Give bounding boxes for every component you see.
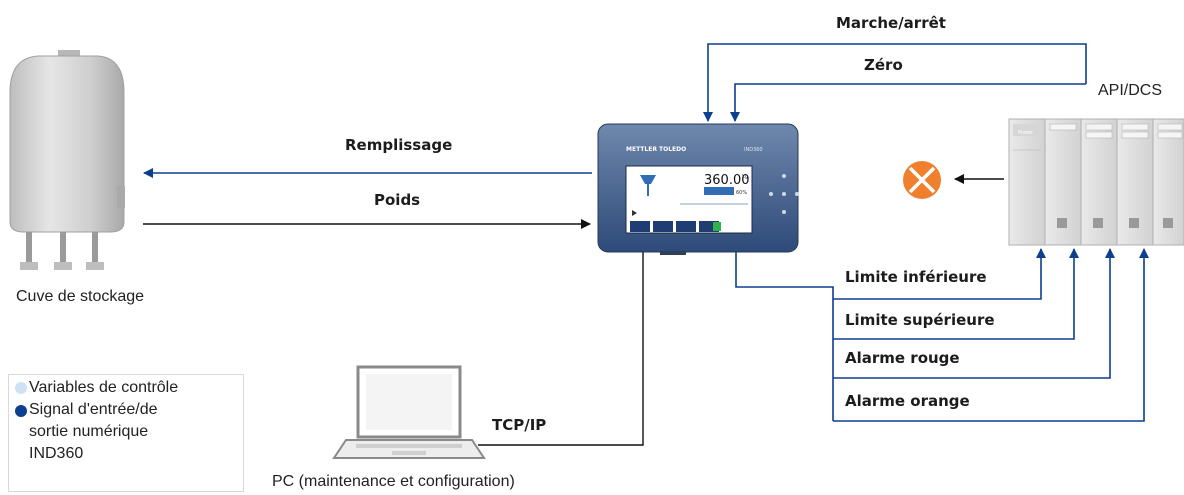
legend-io-line3: IND360 — [29, 445, 84, 462]
terminal-fill-percent: 60% — [736, 190, 747, 196]
ind360-terminal: METTLER TOLEDO IND360 360.00 kg 60% — [597, 123, 799, 255]
tcpip-line — [478, 252, 644, 446]
on-off-label: Marche/arrêt — [836, 14, 946, 32]
orange-alarm-label: Alarme orange — [845, 392, 970, 410]
lower-limit-label: Limite inférieure — [845, 268, 987, 286]
tank-caption: Cuve de stockage — [16, 288, 145, 305]
red-alarm-line — [833, 248, 1115, 379]
tcpip-label: TCP/IP — [492, 416, 547, 434]
red-alarm-label: Alarme rouge — [845, 349, 960, 367]
lower-limit-line — [833, 248, 1046, 300]
legend: Variables de contrôle Signal d'entrée/de… — [8, 374, 244, 492]
zero-signal-line — [730, 83, 1086, 122]
laptop-icon — [332, 365, 486, 459]
zero-label: Zéro — [864, 56, 903, 74]
legend-io-line1: Signal d'entrée/de — [29, 401, 158, 418]
on-off-signal-line — [703, 43, 1087, 122]
weight-label: Poids — [374, 191, 421, 209]
terminal-fill-bar — [704, 187, 734, 195]
legend-io-line2: sortie numérique — [29, 423, 149, 440]
terminal-model: IND360 — [744, 147, 763, 153]
lamp-x-icon — [903, 161, 941, 199]
io-trunk-line — [735, 252, 834, 421]
legend-control-dot — [15, 382, 27, 394]
legend-control-label: Variables de contrôle — [29, 379, 179, 396]
terminal-brand: METTLER TOLEDO — [626, 146, 686, 153]
terminal-unit: kg — [742, 174, 748, 180]
upper-limit-label: Limite supérieure — [845, 311, 995, 329]
terminal-green-key — [713, 222, 721, 231]
plc-power-label: Power — [1018, 130, 1034, 136]
legend-io-dot — [15, 405, 27, 417]
pc-caption: PC (maintenance et configuration) — [272, 473, 515, 490]
storage-tank — [9, 50, 125, 270]
filling-label: Remplissage — [345, 136, 453, 154]
upper-limit-line — [833, 248, 1079, 340]
orange-alarm-line — [833, 248, 1149, 422]
plc-rack: Power — [1008, 118, 1184, 246]
plc-caption: API/DCS — [1098, 82, 1163, 99]
terminal-readout: 360.00 — [704, 173, 750, 188]
